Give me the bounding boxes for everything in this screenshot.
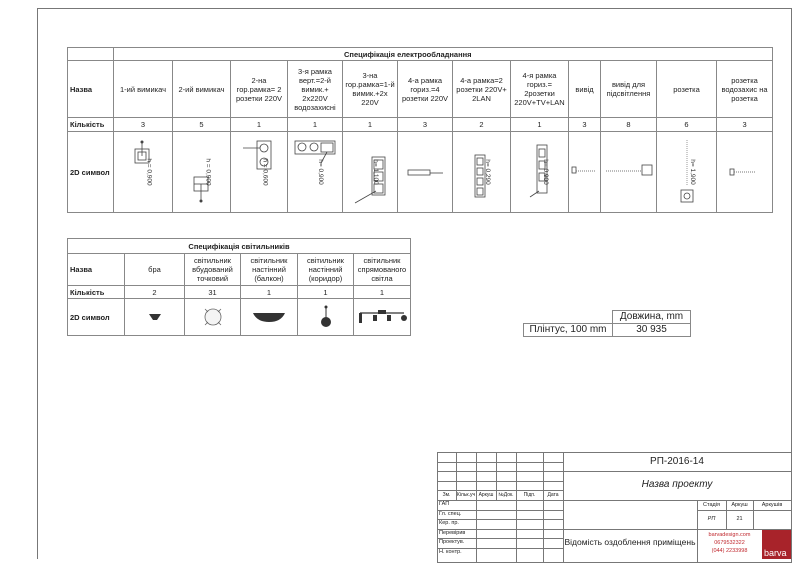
light-symbol [124,298,185,336]
revision-column-header: Підп. [523,492,536,498]
light-symbol [184,298,241,336]
equipment-symbol [715,131,774,213]
stage-label: Стадія [703,502,720,508]
row-label-symbol: 2D символ [67,131,114,213]
revision-column-header: №Док. [498,492,514,498]
contact-phone1: 0679532322 [714,540,745,546]
equipment-symbol [600,131,657,213]
revision-column-header: Аркуш [478,492,494,498]
row-label-symbol: 2D символ [67,298,125,336]
sheet-title: Відомість оздоблення приміщень [564,537,696,547]
equipment-name: розетка водозахис на розетка [715,60,774,118]
sheets-label: Аркушів [761,502,783,508]
project-code: РП-2016-14 [650,456,704,467]
contact-site: barvadesign.com [708,532,751,538]
light-symbol [297,298,354,336]
equipment-symbol: h = 0,900 [113,131,173,213]
equipment-name: 4-а рамка=2 розетки 220V+ 2LAN [452,60,511,118]
revision-column-header: Кільк.уч [456,492,476,498]
equipment-symbol [397,131,453,213]
signature-role: Гл. спец. [439,511,462,517]
light-symbol [240,298,298,336]
sheet-value: 21 [736,516,743,522]
light-name: світильник настінний (балкон) [240,253,298,286]
equipment-name: 4-я рамка гориз.= 2розетки 220V+TV+LAN [510,60,569,118]
signature-role: Кер. пр. [439,520,459,526]
light-name: світильник спрямованого світла [352,253,412,286]
equipment-symbol [568,131,601,213]
signature-role: Проектув. [439,539,465,545]
light-name: бра [124,253,185,286]
stage-value: РП [707,516,716,522]
svg-text:barva: barva [764,548,787,558]
signature-role: Перевірив [439,530,466,536]
light-name: світильник настінний (коридор) [297,253,354,286]
project-name: Назва проекту [641,479,713,490]
sheet-frame [37,8,792,559]
light-name: світильник вбудований точковий [184,253,241,286]
sheet-label: Аркуш [731,502,748,508]
equipment-name: вивід [568,60,601,118]
equipment-symbol: h= 0,900 [287,131,343,213]
plinth-value: 30 935 [612,323,691,337]
row-label-name: Назва [67,60,114,118]
signature-role: ГАП [439,501,450,507]
equipment-name: 3-я рамка верт.=2-й вимик.+ 2x220V водоз… [287,60,343,118]
signature-role: Н. контр. [439,549,462,555]
row-label-name: Назва [67,253,125,286]
equipment-symbol: h= 1,100 [342,131,398,213]
revision-column-header: Зм. [442,492,451,498]
contact-phone2: (044) 2233998 [711,548,748,554]
barva-logo [762,530,791,559]
revision-column-header: Дата [547,492,559,498]
equipment-symbol: h= 0,290 [452,131,511,213]
light-symbol [352,298,412,336]
